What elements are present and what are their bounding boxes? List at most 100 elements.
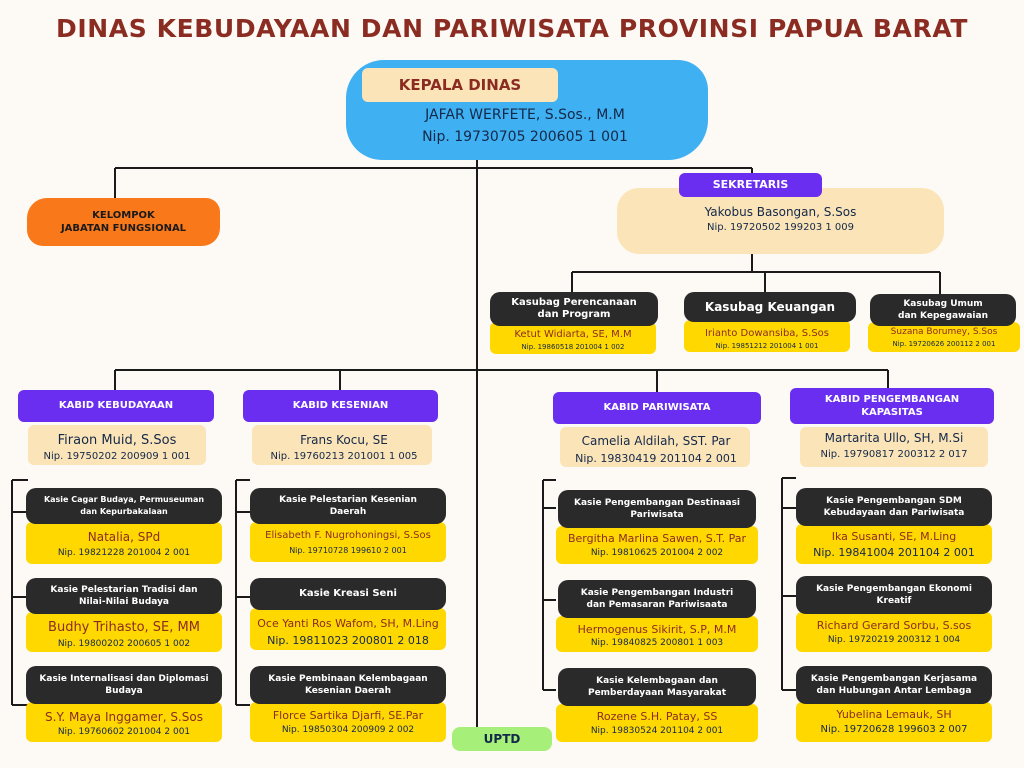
kasie-pelestarian-tradisi-card — [26, 612, 222, 652]
kasie-internalisasi-title-line2: Budaya — [105, 686, 143, 696]
kasie-destinasi-title-line1: Kasie Pengembangan Destinaasi — [573, 498, 741, 508]
kepala-dinas-label: KEPALA DINAS — [362, 68, 558, 102]
kasie-kerjasama-title-line1: Kasie Pengembangan Kerjasama — [810, 674, 978, 684]
kasie-industri-name: Hermogenus Sikirit, S.P, M.M — [577, 623, 737, 636]
kasie-pelestarian-tradisi-name: Budhy Trihasto, SE, MM — [48, 620, 200, 635]
kasubag-perencanaan-title-line2: dan Program — [537, 309, 611, 320]
kasubag-perencanaan-card — [490, 322, 656, 354]
kabid-kesenian-label: KABID KESENIAN — [243, 390, 438, 422]
kasie-pemberdayaan-nip: Nip. 19830524 201104 2 001 — [590, 726, 724, 736]
kasie-pembinaan-kelembagaan-nip: Nip. 19850304 200909 2 002 — [281, 725, 415, 735]
kasie-ekonomi-kreatif-title-line2: Kreatif — [876, 596, 912, 606]
kabid-kebudayaan-label: KABID KEBUDAYAAN — [18, 390, 214, 422]
kasie-kerjasama-nip: Nip. 19720628 199603 2 007 — [820, 724, 968, 735]
kasubag-perencanaan-title: Kasubag Perencanaan dan Program — [490, 292, 658, 326]
kasie-kerjasama-card — [796, 702, 992, 742]
kasie-cagar-budaya-card — [26, 522, 222, 564]
kasie-industri-title: Kasie Pengembangan Industri dan Pemasara… — [558, 580, 756, 618]
kepala-dinas-nip: Nip. 19730705 200605 1 001 — [422, 129, 628, 145]
kasie-pelestarian-kesenian-nip: Nip. 19710728 199610 2 001 — [289, 546, 407, 555]
kasie-internalisasi-title-line1: Kasie Internalisasi dan Diplomasi — [39, 674, 209, 684]
kasie-destinasi-card — [556, 526, 758, 564]
sekretaris-card — [617, 188, 944, 254]
kasie-ekonomi-kreatif-name: Richard Gerard Sorbu, S.sos — [816, 619, 972, 632]
kasubag-keuangan-title: Kasubag Keuangan — [684, 292, 856, 322]
kasie-pelestarian-tradisi-nip: Nip. 19800202 200605 1 002 — [57, 639, 191, 649]
kasie-internalisasi-card — [26, 702, 222, 742]
kabid-pengembangan-label-line1: KABID PENGEMBANGAN — [824, 394, 960, 405]
page-title: DINAS KEBUDAYAAN DAN PARIWISATA PROVINSI… — [55, 14, 969, 43]
kasie-pelestarian-kesenian-card — [250, 522, 446, 562]
kasie-internalisasi-title: Kasie Internalisasi dan Diplomasi Budaya — [26, 666, 222, 704]
kasubag-perencanaan-title-line1: Kasubag Perencanaan — [511, 297, 637, 308]
kasubag-umum-title-line1: Kasubag Umum — [903, 299, 983, 309]
kasie-cagar-budaya-name: Natalia, SPd — [87, 530, 161, 544]
kepala-dinas-name: JAFAR WERFETE, S.Sos., M.M — [425, 107, 625, 123]
jabatan-fungsional-line1: KELOMPOK — [92, 210, 155, 221]
kasie-sdm-card — [796, 524, 992, 564]
kabid-pariwisata-card — [560, 427, 750, 467]
kasie-destinasi-name: Bergitha Marlina Sawen, S.T. Par — [567, 532, 747, 545]
kasie-sdm-title-line1: Kasie Pengembangan SDM — [826, 496, 962, 506]
jabatan-fungsional-line2: JABATAN FUNGSIONAL — [60, 223, 187, 234]
kasubag-umum-nip: Nip. 19720626 200112 2 001 — [892, 340, 996, 348]
kasie-industri-title-line2: dan Pemasaran Pariwisaata — [586, 600, 728, 610]
kasubag-keuangan-title-line1: Kasubag Keuangan — [704, 300, 836, 314]
kasie-sdm-title: Kasie Pengembangan SDM Kebudayaan dan Pa… — [796, 488, 992, 526]
kasie-pemberdayaan-title-line1: Kasie Kelembagaan dan — [596, 676, 718, 686]
kasie-pembinaan-kelembagaan-title-line1: Kasie Pembinaan Kelembagaan — [268, 674, 428, 684]
kasie-cagar-budaya-title-line1: Kasie Cagar Budaya, Permuseuman — [43, 495, 205, 504]
kasie-internalisasi-nip: Nip. 19760602 201004 2 001 — [57, 727, 191, 737]
kabid-pengembangan-name: Martarita Ullo, SH, M.Si — [824, 431, 964, 445]
sekretaris-name: Yakobus Basongan, S.Sos — [704, 205, 857, 219]
kasubag-keuangan-name: Irianto Dowansiba, S.Sos — [704, 328, 829, 339]
kabid-kebudayaan-card — [28, 425, 206, 465]
kasubag-umum-name: Suzana Borumey, S.Sos — [890, 327, 998, 337]
kasie-kerjasama-title: Kasie Pengembangan Kerjasama dan Hubunga… — [796, 666, 992, 704]
kasie-destinasi-nip: Nip. 19810625 201004 2 002 — [590, 548, 724, 558]
kabid-kesenian-nip: Nip. 19760213 201001 1 005 — [270, 451, 418, 462]
kasie-cagar-budaya-title-line2: dan Kepurbakalaan — [80, 507, 168, 516]
kasie-pembinaan-kelembagaan-title: Kasie Pembinaan Kelembagaan Kesenian Dae… — [250, 666, 446, 704]
kabid-pengembangan-nip: Nip. 19790817 200312 2 017 — [820, 449, 968, 460]
kabid-kesenian-name: Frans Kocu, SE — [300, 433, 388, 447]
kasie-kerjasama-name: Yubelina Lemauk, SH — [836, 708, 952, 721]
kabid-pengembangan-card — [800, 427, 988, 467]
kasie-sdm-title-line2: Kebudayaan dan Pariwisata — [823, 508, 965, 518]
kasie-sdm-name: Ika Susanti, SE, M.Ling — [831, 530, 957, 543]
kasie-sdm-nip: Nip. 19841004 201104 2 001 — [813, 546, 975, 559]
kasie-kreasi-seni-title-line1: Kasie Kreasi Seni — [299, 588, 397, 599]
kasie-cagar-budaya-nip: Nip. 19821228 201004 2 001 — [57, 548, 191, 558]
kasubag-perencanaan-nip: Nip. 19860518 201004 1 002 — [521, 343, 625, 351]
sekretaris-nip: Nip. 19720502 199203 1 009 — [706, 222, 855, 233]
kasie-industri-title-line1: Kasie Pengembangan Industri — [580, 588, 734, 598]
kasubag-keuangan-card — [684, 320, 850, 352]
kasie-internalisasi-name: S.Y. Maya Inggamer, S.Sos — [45, 710, 203, 724]
kasubag-umum-card — [868, 322, 1020, 352]
kasie-pemberdayaan-title-line2: Pemberdayaan Masyarakat — [587, 688, 727, 698]
kasubag-perencanaan-name: Ketut Widiarta, SE, M.M — [514, 329, 632, 340]
kasie-pembinaan-kelembagaan-title-line2: Kesenian Daerah — [304, 686, 392, 696]
kasie-pelestarian-kesenian-title-line2: Daerah — [329, 507, 367, 517]
kasubag-umum-title: Kasubag Umum dan Kepegawaian — [870, 294, 1016, 326]
kasie-pembinaan-kelembagaan-card — [250, 702, 446, 742]
kasie-cagar-budaya-title: Kasie Cagar Budaya, Permuseuman dan Kepu… — [26, 488, 222, 524]
kasie-pelestarian-kesenian-name: Elisabeth F. Nugrohoningsi, S.Sos — [265, 530, 431, 541]
kasie-pelestarian-tradisi-title: Kasie Pelestarian Tradisi dan Nilai-Nila… — [26, 578, 222, 614]
kabid-pengembangan-label: KABID PENGEMBANGAN KAPASITAS — [790, 388, 994, 424]
kabid-kebudayaan-nip: Nip. 19750202 200909 1 001 — [43, 451, 191, 462]
kasie-ekonomi-kreatif-nip: Nip. 19720219 200312 1 004 — [827, 635, 961, 645]
kasie-pemberdayaan-title: Kasie Kelembagaan dan Pemberdayaan Masya… — [558, 668, 756, 706]
jabatan-fungsional-box: KELOMPOK JABATAN FUNGSIONAL — [27, 198, 220, 246]
kasie-pemberdayaan-card — [556, 704, 758, 742]
kasie-kreasi-seni-name: Oce Yanti Ros Wafom, SH, M.Ling — [257, 617, 439, 630]
kasie-pembinaan-kelembagaan-name: Florce Sartika Djarfi, SE.Par — [272, 709, 424, 722]
kabid-kebudayaan-name: Firaon Muid, S.Sos — [57, 433, 177, 448]
kasie-industri-card — [556, 616, 758, 652]
kabid-pariwisata-nip: Nip. 19830419 201104 2 001 — [575, 452, 737, 465]
sekretaris-label: SEKRETARIS — [679, 173, 822, 197]
kasie-destinasi-title-line2: Pariwisata — [630, 510, 684, 520]
kasie-kerjasama-title-line2: dan Hubungan Antar Lembaga — [816, 686, 972, 696]
kasubag-keuangan-nip: Nip. 19851212 201004 1 001 — [715, 342, 819, 350]
